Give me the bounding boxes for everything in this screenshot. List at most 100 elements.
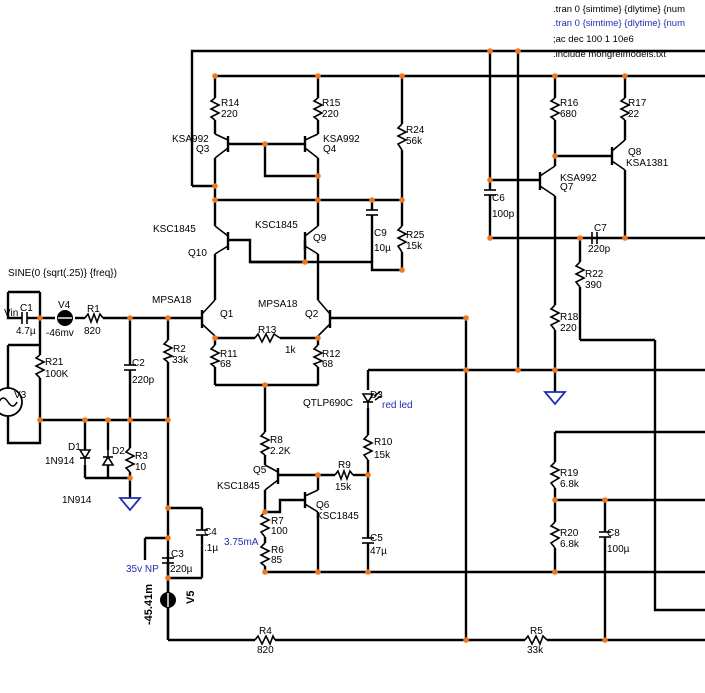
r25-value: 15k (406, 241, 423, 252)
c1-value: 4.7µ (16, 326, 36, 337)
directive-tran-1: .tran 0 {simtime} {dlytime} {num (553, 4, 685, 15)
resistor-r15 (312, 97, 324, 121)
c2-value: 220p (132, 375, 155, 386)
source-v5 (160, 563, 176, 640)
q3-name: Q3 (196, 144, 210, 155)
c2-name: C2 (132, 358, 145, 369)
c3-value: 220µ (170, 564, 193, 575)
r8-name: R8 (270, 435, 283, 446)
r12-name: R12 (322, 349, 341, 360)
c4-value: .1µ (204, 543, 218, 554)
transistors (200, 133, 626, 513)
transistor-q2 (317, 299, 332, 337)
r1-name: R1 (87, 304, 100, 315)
transistor-q4 (303, 133, 319, 159)
transistor-q6 (303, 489, 319, 513)
r5-name: R5 (530, 626, 543, 637)
r3-name: R3 (135, 451, 148, 462)
v4-value: -46mv (46, 328, 74, 339)
transistor-q8 (610, 139, 626, 171)
resistor-r7 (259, 511, 271, 538)
c7-name: C7 (594, 223, 607, 234)
c4-name: C4 (204, 527, 217, 538)
r11-value: 68 (220, 359, 232, 370)
r2-value: 33k (172, 355, 189, 366)
c1-name: C1 (20, 303, 33, 314)
d3-model: QTLP690C (303, 398, 353, 409)
vin-label: Vin (4, 308, 18, 319)
q1-name: Q1 (220, 309, 234, 320)
resistor-r12 (312, 344, 324, 368)
capacitor-c5 (362, 537, 374, 550)
capacitor-c9 (366, 209, 378, 252)
transistor-q5 (264, 464, 280, 491)
q2-name: Q2 (305, 309, 319, 320)
r6-name: R6 (271, 545, 284, 556)
q8-name: Q8 (628, 147, 642, 158)
source-v4 (57, 310, 73, 326)
resistor-r13 (254, 332, 281, 344)
r11-name: R11 (220, 349, 238, 360)
c5-name: C5 (370, 533, 383, 544)
capacitor-c2 (124, 364, 136, 375)
c3-name: C3 (171, 549, 184, 560)
r20-value: 6.8k (560, 539, 580, 550)
r13-value: 1k (285, 345, 297, 356)
diode-d1 (78, 449, 92, 465)
r8-value: 2.2K (270, 446, 291, 457)
r21-name: R21 (45, 357, 64, 368)
r21-value: 100K (45, 369, 69, 380)
component-labels: SINE(0 {sqrt(.25)} {freq}) Vin C1 4.7µ V… (4, 98, 669, 656)
resistor-r9 (334, 468, 354, 482)
c8-value: 100µ (607, 544, 630, 555)
r17-name: R17 (628, 98, 647, 109)
r16-value: 680 (560, 109, 577, 120)
directive-include: .include mongrelmodels.txt (553, 49, 666, 60)
resistor-r19 (549, 461, 561, 489)
d2-name: D2 (112, 446, 125, 457)
r22-value: 390 (585, 280, 602, 291)
r7-name: R7 (271, 516, 284, 527)
c9-name: C9 (374, 228, 387, 239)
r24-value: 56k (406, 136, 423, 147)
resistor-r1 (84, 311, 104, 325)
q5-name: Q5 (253, 465, 267, 476)
v4-name: V4 (58, 300, 71, 311)
transistor-q1 (200, 299, 216, 337)
r20-name: R20 (560, 528, 579, 539)
capacitor-c6 (484, 189, 496, 208)
r14-value: 220 (221, 109, 238, 120)
r7-value: 100 (271, 526, 288, 537)
r14-name: R14 (221, 98, 240, 109)
c6-value: 100p (492, 209, 515, 220)
c9-value: 10µ (374, 243, 391, 254)
r4-value: 820 (257, 645, 274, 656)
d2-value: 1N914 (62, 495, 92, 506)
resistor-r11 (209, 344, 221, 368)
r17-value: 22 (628, 109, 640, 120)
ground-symbol-2 (543, 391, 567, 406)
ground-symbol-1 (118, 497, 142, 512)
q6-name: Q6 (316, 500, 330, 511)
q3-model: KSA992 (172, 134, 209, 145)
r6-value: 85 (271, 555, 283, 566)
r16-name: R16 (560, 98, 579, 109)
resistor-r25 (396, 225, 408, 253)
directives: .tran 0 {simtime} {dlytime} {num .tran 0… (553, 4, 685, 60)
r18-value: 220 (560, 323, 577, 334)
r24-name: R24 (406, 125, 425, 136)
q9-model: KSC1845 (255, 220, 298, 231)
sine-label: SINE(0 {sqrt(.25)} {freq}) (8, 268, 117, 279)
r15-value: 220 (322, 109, 339, 120)
resistor-r16 (549, 97, 561, 121)
r1-value: 820 (84, 326, 101, 337)
junction-dots (37, 48, 628, 643)
q2-model: MPSA18 (258, 299, 298, 310)
resistor-r20 (549, 521, 561, 549)
q10-model: KSC1845 (153, 224, 196, 235)
diode-d2 (101, 450, 115, 466)
c5-value: 47µ (370, 546, 387, 557)
current-annotation: 3.75mA (224, 537, 259, 548)
c7-value: 220p (588, 244, 611, 255)
